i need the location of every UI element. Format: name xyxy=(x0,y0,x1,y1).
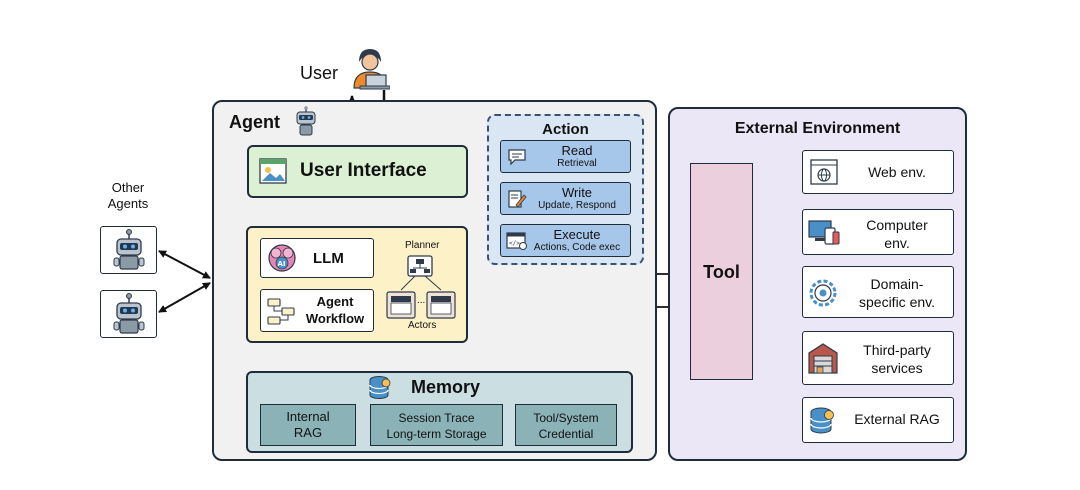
env-domain-specific: Domain- specific env. xyxy=(802,266,954,318)
action-execute-subtitle: Actions, Code exec xyxy=(533,242,621,253)
memory-title: Memory xyxy=(411,377,481,397)
arrow-agent1-link xyxy=(158,250,211,279)
other-agents-label-line2: Agents xyxy=(107,196,149,211)
other-agent-1 xyxy=(100,226,157,274)
memory-tool-credential-line1: Tool/System xyxy=(533,411,599,425)
action-title: Action xyxy=(542,121,589,138)
gear-icon xyxy=(809,279,837,307)
tool-label: Tool xyxy=(703,262,740,282)
env-computer-line2: env. xyxy=(884,235,910,251)
llm-label: LLM xyxy=(313,250,344,267)
devices-icon xyxy=(808,220,840,245)
memory-internal-rag-line2: RAG xyxy=(293,425,323,440)
other-agent-2 xyxy=(100,290,157,338)
memory-internal-rag: Internal RAG xyxy=(260,404,356,446)
other-agents-label: Other Agents xyxy=(98,180,158,212)
env-external-rag-label: External RAG xyxy=(854,411,940,427)
action-read-subtitle: Retrieval xyxy=(557,158,597,169)
arrow-agent2-link xyxy=(158,282,211,313)
action-execute: </> Execute Actions, Code exec xyxy=(500,224,631,257)
other-agents-label-line1: Other xyxy=(111,180,145,195)
robot-icon xyxy=(113,229,145,270)
env-web: Web env. xyxy=(802,150,954,194)
warehouse-icon xyxy=(808,343,838,374)
tool-box xyxy=(690,163,753,380)
code-window-icon: </> xyxy=(506,232,527,250)
env-domain-label: Domain- specific env. xyxy=(843,275,951,311)
llm-box: AI LLM xyxy=(260,238,374,278)
action-execute-title: Execute xyxy=(553,227,601,242)
action-read: Read Retrieval xyxy=(500,140,631,173)
document-pen-icon xyxy=(508,190,527,208)
svg-text:AI: AI xyxy=(278,260,286,268)
agent-workflow-box: Agent Workflow xyxy=(260,289,374,332)
memory-internal-rag-line1: Internal xyxy=(286,409,330,424)
ai-brain-icon: AI xyxy=(268,244,296,272)
env-external-rag: External RAG xyxy=(802,397,954,443)
user-label: User xyxy=(300,63,339,83)
actors-ellipsis: ... xyxy=(417,295,426,306)
memory-session-trace: Session Trace Long-term Storage xyxy=(370,404,503,446)
memory-tool-credential: Tool/System Credential xyxy=(515,404,617,446)
env-computer-label: Computer env. xyxy=(843,216,951,252)
svg-text:</>: </> xyxy=(509,240,520,247)
agent-workflow-label: Agent Workflow xyxy=(299,293,371,327)
planner-actors-graphic xyxy=(386,255,456,319)
globe-window-icon xyxy=(810,159,838,185)
env-third-party-line2: services xyxy=(871,360,923,376)
action-write-subtitle: Update, Respond xyxy=(538,200,616,211)
action-write-title: Write xyxy=(561,185,593,200)
memory-tool-credential-line2: Credential xyxy=(538,427,594,441)
memory-session-trace-line2: Long-term Storage xyxy=(386,427,487,441)
memory-session-trace-line1: Session Trace xyxy=(398,411,475,425)
database-icon xyxy=(810,407,834,434)
database-icon xyxy=(369,376,391,399)
robot-icon xyxy=(296,106,316,136)
chat-icon xyxy=(508,149,526,166)
actors-label: Actors xyxy=(408,320,437,331)
external-environment-title: External Environment xyxy=(734,120,901,137)
user-laptop-icon xyxy=(353,49,390,90)
workflow-icon xyxy=(267,298,295,325)
env-domain-line2: specific env. xyxy=(859,294,935,310)
user-interface-label: User Interface xyxy=(300,160,427,181)
env-third-party: Third-party services xyxy=(802,331,954,385)
env-domain-line1: Domain- xyxy=(870,276,924,292)
agent-workflow-line1: Agent xyxy=(316,294,354,309)
planner-label: Planner xyxy=(405,240,440,251)
action-write: Write Update, Respond xyxy=(500,182,631,215)
image-icon xyxy=(259,158,287,184)
env-third-party-label: Third-party services xyxy=(843,341,951,377)
env-computer-line1: Computer xyxy=(866,217,928,233)
action-read-title: Read xyxy=(561,143,593,158)
agent-workflow-line2: Workflow xyxy=(305,311,365,326)
env-web-label: Web env. xyxy=(868,164,926,180)
robot-icon xyxy=(113,293,145,334)
env-third-party-line1: Third-party xyxy=(863,342,931,358)
agent-title: Agent xyxy=(229,112,280,132)
env-computer: Computer env. xyxy=(802,209,954,255)
